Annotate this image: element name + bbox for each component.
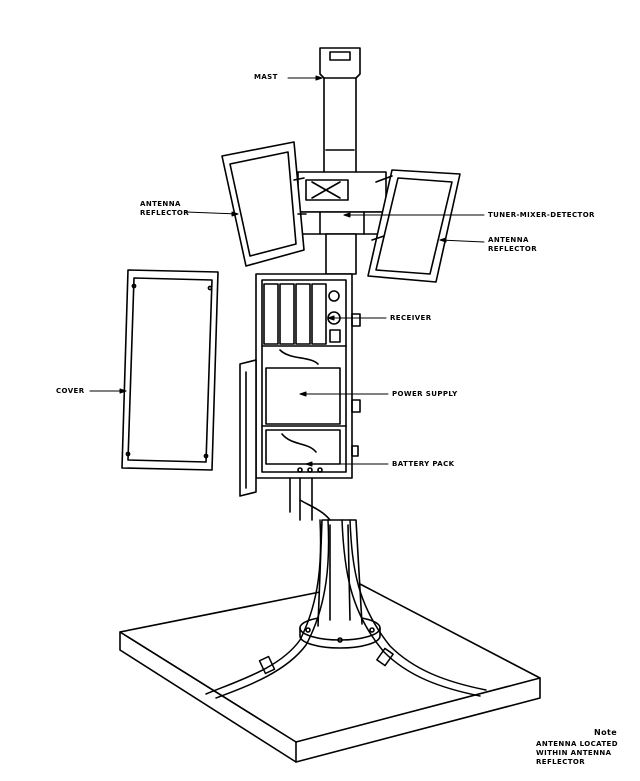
label-battery-pack: BATTERY PACK (392, 460, 455, 468)
label-antenna-reflector-left-line1: ANTENNA (140, 200, 181, 208)
note-title: Note (594, 728, 618, 737)
right-antenna-reflector (367, 169, 461, 283)
note-line-2: WITHIN ANTENNA (536, 749, 612, 757)
cover-panel (121, 269, 219, 471)
label-receiver: RECEIVER (390, 314, 432, 322)
tuner-assembly (297, 171, 387, 275)
label-power-supply: POWER SUPPLY (392, 390, 458, 398)
left-antenna-reflector (221, 141, 307, 267)
label-tuner-mixer-detector: TUNER-MIXER-DETECTOR (488, 211, 595, 219)
label-antenna-reflector-right-line2: REFLECTOR (488, 245, 538, 253)
note-line-3: REFLECTOR (536, 758, 586, 766)
equipment-cabinet (255, 273, 361, 521)
base-platform (119, 583, 541, 763)
label-antenna-reflector-left-line2: REFLECTOR (140, 209, 190, 217)
cables (205, 519, 487, 699)
note-line-1: ANTENNA LOCATED (536, 740, 618, 748)
leader-lines (89, 75, 485, 467)
label-antenna-reflector-right-line1: ANTENNA (488, 236, 529, 244)
label-cover: COVER (56, 387, 85, 395)
open-door (239, 359, 257, 497)
label-mast: MAST (254, 73, 278, 81)
